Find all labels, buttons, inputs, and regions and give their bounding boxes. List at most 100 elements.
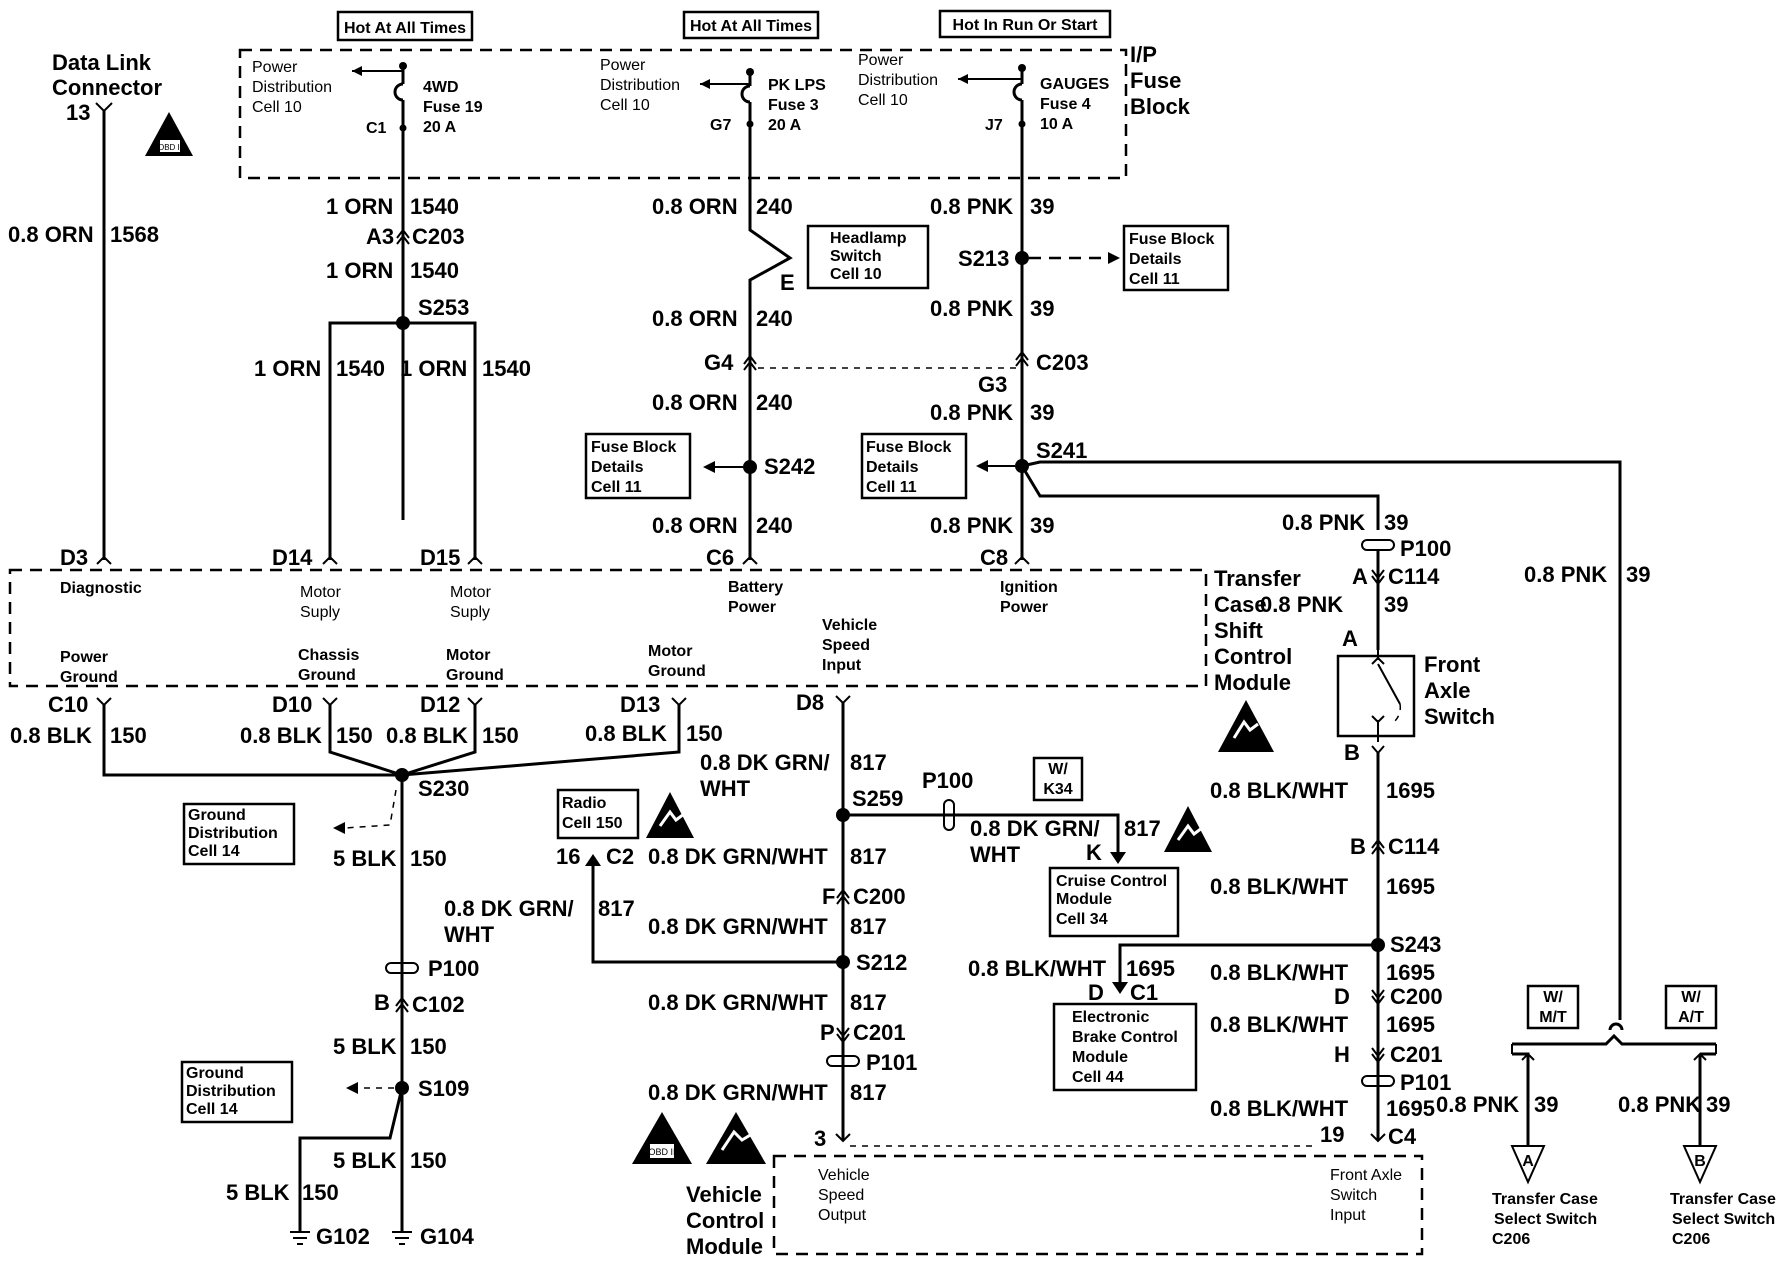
wire-1540-d: 1 ORN xyxy=(400,356,467,381)
svg-text:Fuse 4: Fuse 4 xyxy=(1040,96,1091,113)
svg-text:0.8 PNK: 0.8 PNK xyxy=(1436,1092,1519,1117)
svg-text:0.8 PNK: 0.8 PNK xyxy=(930,296,1013,321)
svg-text:C10: C10 xyxy=(48,692,88,717)
svg-text:C201: C201 xyxy=(853,1020,906,1045)
svg-text:0.8 ORN: 0.8 ORN xyxy=(652,513,738,538)
svg-text:39: 39 xyxy=(1030,513,1054,538)
svg-text:D12: D12 xyxy=(420,692,460,717)
svg-text:0.8 DK GRN/: 0.8 DK GRN/ xyxy=(444,896,574,921)
hot-label-1: Hot At All Times xyxy=(336,10,474,42)
w-at-ref xyxy=(1664,984,1718,1030)
svg-text:817: 817 xyxy=(850,990,887,1015)
svg-text:WHT: WHT xyxy=(700,776,751,801)
svg-text:Module: Module xyxy=(1072,1049,1128,1066)
svg-text:C206: C206 xyxy=(1672,1231,1710,1248)
esd-icon-cruise xyxy=(1164,806,1212,852)
svg-text:Cruise Control: Cruise Control xyxy=(1056,873,1167,890)
svg-text:19: 19 xyxy=(1320,1122,1344,1147)
svg-text:S259: S259 xyxy=(852,786,903,811)
svg-text:C114: C114 xyxy=(1388,564,1440,589)
tccm-label-chassis-ground-2: Ground xyxy=(298,667,356,684)
svg-text:Suply: Suply xyxy=(450,604,490,621)
svg-text:150: 150 xyxy=(110,723,147,748)
fuse-block-title-1: I/P xyxy=(1130,42,1157,67)
tccm-pin-d13: D13 xyxy=(620,692,687,717)
svg-text:D: D xyxy=(1088,980,1104,1005)
fuse-19: Power Distribution Cell 10 4WD Fuse 19 2… xyxy=(252,59,483,520)
svg-text:817: 817 xyxy=(850,750,887,775)
svg-text:150: 150 xyxy=(410,1034,447,1059)
svg-text:Control: Control xyxy=(1214,644,1292,669)
svg-text:Details: Details xyxy=(866,459,919,476)
splice-s213 xyxy=(1015,251,1029,265)
svg-text:Switch: Switch xyxy=(1424,704,1495,729)
svg-text:C6: C6 xyxy=(706,545,734,570)
svg-text:39: 39 xyxy=(1384,510,1408,535)
ip-fuse-block-outline xyxy=(238,48,1128,180)
svg-text:13: 13 xyxy=(66,100,90,125)
svg-text:S213: S213 xyxy=(958,246,1009,271)
svg-text:0.8 ORN: 0.8 ORN xyxy=(652,390,738,415)
wire-1540-d-num: 1540 xyxy=(482,356,531,381)
svg-text:Data Link: Data Link xyxy=(52,50,152,75)
svg-text:Case: Case xyxy=(1214,592,1267,617)
tccm-label-motor-ground-b2: Ground xyxy=(648,663,706,680)
svg-text:Axle: Axle xyxy=(1424,678,1470,703)
svg-text:S242: S242 xyxy=(764,454,815,479)
svg-text:Vehicle: Vehicle xyxy=(686,1182,762,1207)
front-axle-switch-box xyxy=(1336,654,1416,738)
front-axle-circuit: 0.8 PNK 39 P100 A C114 0.8 PNK 39 A Fron… xyxy=(968,510,1495,1149)
svg-text:817: 817 xyxy=(850,844,887,869)
svg-text:W/: W/ xyxy=(1543,989,1563,1006)
svg-text:817: 817 xyxy=(1124,816,1161,841)
tccm-pin-c10: C10 xyxy=(48,692,112,717)
svg-text:39: 39 xyxy=(1534,1092,1558,1117)
svg-text:Hot At All Times: Hot At All Times xyxy=(344,20,466,37)
svg-text:0.8 BLK/WHT: 0.8 BLK/WHT xyxy=(1210,778,1349,803)
svg-text:Power: Power xyxy=(600,57,646,74)
svg-text:240: 240 xyxy=(756,194,793,219)
svg-text:S212: S212 xyxy=(856,950,907,975)
circuit-817: 0.8 DK GRN/ WHT 817 S259 P100 0.8 DK GRN… xyxy=(444,703,1312,1151)
svg-text:C1: C1 xyxy=(366,120,387,137)
svg-text:150: 150 xyxy=(302,1180,339,1205)
svg-text:A: A xyxy=(1342,626,1358,651)
svg-text:Transfer: Transfer xyxy=(1214,566,1301,591)
circuit-39: 0.8 PNK 39 S213 0.8 PNK 39 C203 G3 0.8 P… xyxy=(930,194,1622,1020)
fuse-block-title-2: Fuse xyxy=(1130,68,1181,93)
svg-text:5 BLK: 5 BLK xyxy=(333,1034,397,1059)
svg-text:C1: C1 xyxy=(1130,980,1158,1005)
svg-text:Ignition: Ignition xyxy=(1000,579,1058,596)
vcm-outline xyxy=(772,1154,1424,1256)
svg-text:B: B xyxy=(374,990,390,1015)
svg-text:39: 39 xyxy=(1030,296,1054,321)
svg-text:817: 817 xyxy=(850,914,887,939)
svg-text:Module: Module xyxy=(1214,670,1291,695)
radio-ref: Radio Cell 150 xyxy=(556,788,640,840)
svg-text:Speed: Speed xyxy=(818,1187,864,1204)
svg-text:Ground: Ground xyxy=(188,807,246,824)
obd-ii-icon-vcm: OBD II xyxy=(632,1112,692,1164)
svg-text:0.8 DK GRN/WHT: 0.8 DK GRN/WHT xyxy=(648,844,828,869)
svg-text:1695: 1695 xyxy=(1386,874,1435,899)
svg-text:39: 39 xyxy=(1030,194,1054,219)
svg-text:C201: C201 xyxy=(1390,1042,1443,1067)
svg-text:Details: Details xyxy=(1129,251,1182,268)
svg-text:3: 3 xyxy=(814,1126,826,1151)
wire-1540-label: 1 ORN xyxy=(326,194,393,219)
svg-text:5 BLK: 5 BLK xyxy=(226,1180,290,1205)
svg-text:OBD II: OBD II xyxy=(158,143,182,152)
svg-text:Headlamp: Headlamp xyxy=(830,230,907,247)
svg-text:A3: A3 xyxy=(366,224,394,249)
svg-text:Battery: Battery xyxy=(728,579,783,596)
svg-text:D13: D13 xyxy=(620,692,660,717)
wire-1540-label-b: 1 ORN xyxy=(326,258,393,283)
svg-text:Cell 10: Cell 10 xyxy=(600,97,650,114)
tccm-pin-d15: D15 Motor Suply xyxy=(420,545,492,621)
hot-label-2: Hot At All Times xyxy=(682,10,820,40)
svg-text:Switch: Switch xyxy=(1330,1187,1377,1204)
tccm-label-motor-ground: Motor xyxy=(446,647,490,664)
svg-text:Power: Power xyxy=(1000,599,1048,616)
svg-text:OBD II: OBD II xyxy=(648,1147,675,1157)
svg-text:Cell 10: Cell 10 xyxy=(252,99,302,116)
